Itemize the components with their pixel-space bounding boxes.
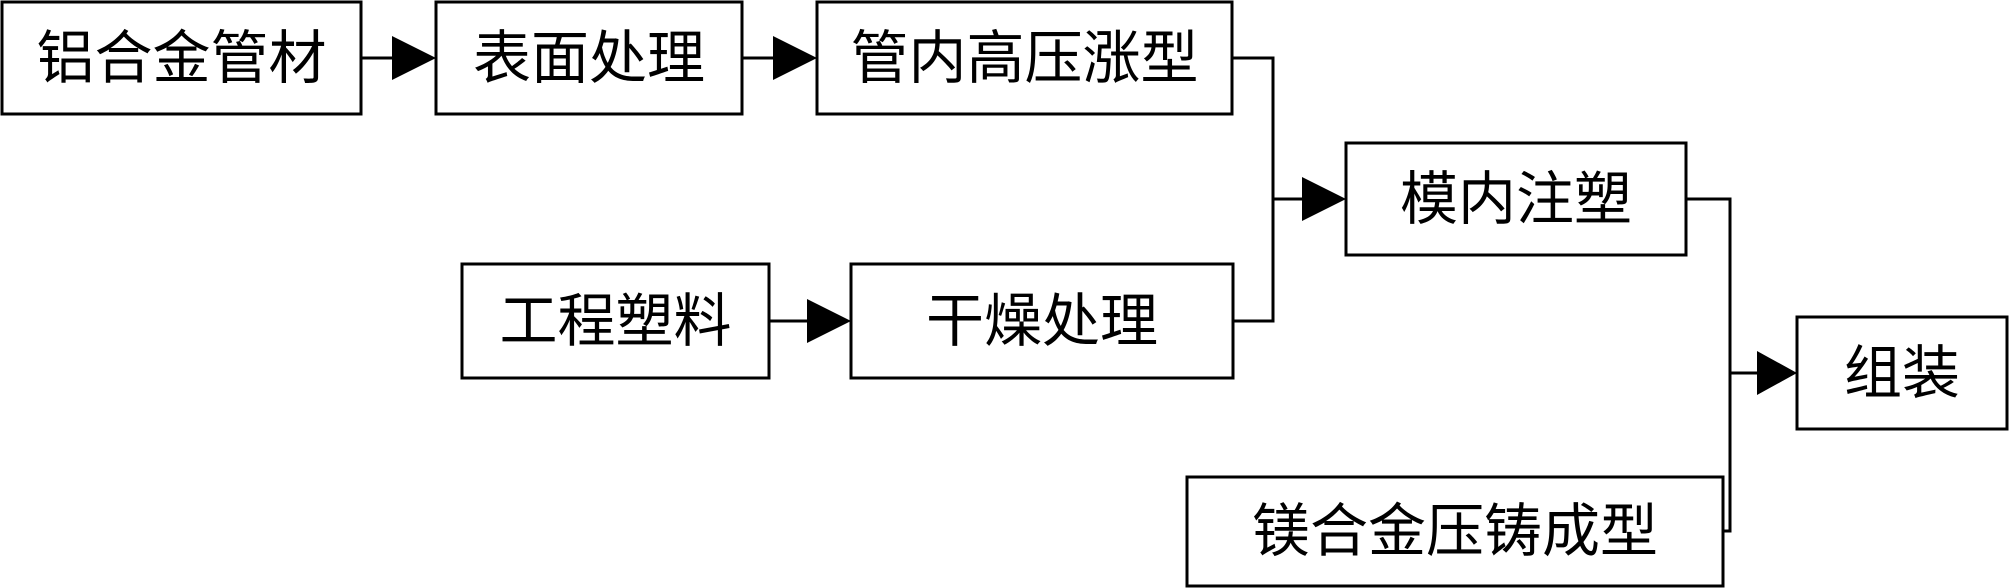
node-hydroforming: 管内高压涨型 [815,0,1234,116]
node-surface-treatment: 表面处理 [434,0,744,116]
node-insert-molding: 模内注塑 [1344,141,1688,257]
node-drying-treatment-label: 干燥处理 [926,287,1158,355]
node-drying-treatment: 干燥处理 [849,262,1235,380]
merge-bracket-to-assembly [1686,197,1732,533]
arrow-to-assembly [1757,351,1797,395]
node-insert-molding-label: 模内注塑 [1400,165,1632,233]
merge-bracket-to-insert-molding [1232,56,1275,323]
node-aluminum-tube: 铝合金管材 [0,0,363,116]
arrow-surface-to-hydroforming [773,36,817,80]
node-magnesium-die-casting: 镁合金压铸成型 [1185,475,1725,588]
node-aluminum-tube-label: 铝合金管材 [36,24,326,92]
node-engineering-plastic-label: 工程塑料 [499,287,731,355]
node-hydroforming-label: 管内高压涨型 [850,24,1198,92]
arrow-to-insert-molding [1302,177,1346,221]
node-assembly-label: 组装 [1844,339,1960,407]
arrow-plastic-to-drying [807,299,851,343]
node-surface-treatment-label: 表面处理 [473,24,705,92]
node-magnesium-die-casting-label: 镁合金压铸成型 [1252,497,1658,565]
node-assembly: 组装 [1795,315,2009,431]
arrow-tube-to-surface [392,36,436,80]
node-engineering-plastic: 工程塑料 [460,262,771,380]
